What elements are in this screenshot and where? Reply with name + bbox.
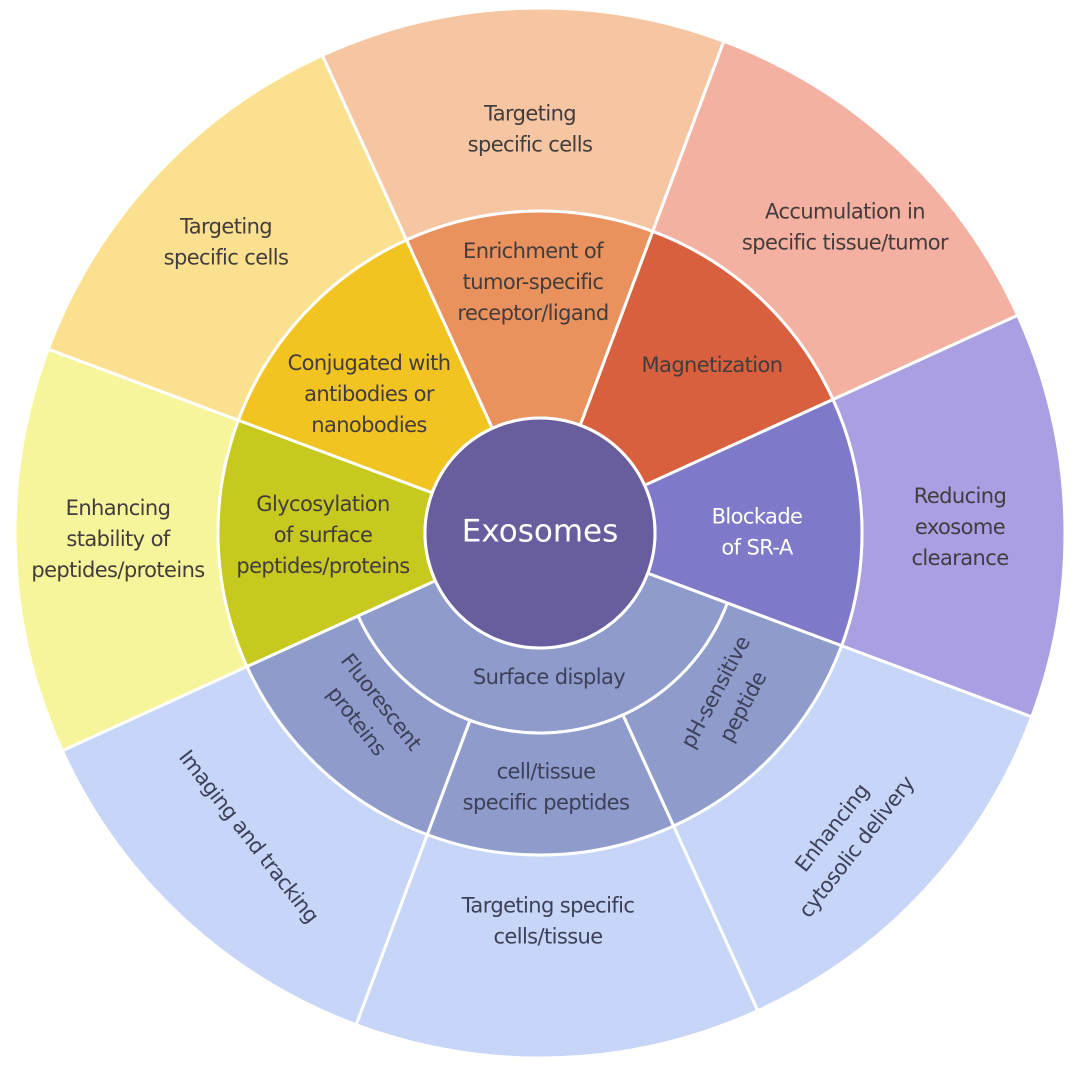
outer-ring (13, 6, 1067, 1060)
outer-label-enhancing-stability-line: stability of (66, 527, 170, 551)
middle-label-conjugated-line: Conjugated with (288, 351, 451, 375)
middle-label-glycosylation: Glycosylation of surface peptides/proteins (236, 492, 409, 578)
middle-label-magnetization: Magnetization (642, 353, 783, 377)
outer-label-reducing-clearance-line: clearance (911, 546, 1008, 570)
middle-label-glycosylation-line: peptides/proteins (236, 554, 409, 578)
outer-label-targeting-cells-top: Targeting specific cells (468, 102, 593, 157)
middle-label-blockade-line: of SR-A (721, 536, 794, 560)
center-label: Exosomes (462, 514, 618, 550)
middle-label-conjugated: Conjugated with antibodies or nanobodies (288, 351, 451, 437)
middle-label-surface-display-line: Surface display (473, 665, 625, 689)
sub-label-cell-tissue-line: cell/tissue (497, 760, 596, 784)
outer-label-reducing-clearance-line: Reducing (914, 484, 1006, 508)
outer-label-reducing-clearance-line: exosome (915, 515, 1005, 539)
outer-label-accumulation-line: Accumulation in (765, 200, 925, 224)
outer-label-targeting-cells-tissue: Targeting specific cells/tissue (461, 894, 635, 949)
middle-label-blockade: Blockade of SR-A (712, 505, 803, 560)
sub-label-cell-tissue-line: specific peptides (463, 791, 630, 815)
outer-label-accumulation: Accumulation in specific tissue/tumor (742, 200, 949, 255)
middle-label-surface-display: Surface display (473, 665, 625, 689)
middle-label-blockade-line: Blockade (712, 505, 803, 529)
outer-label-targeting-cells-left-line: Targeting (179, 215, 272, 239)
middle-label-glycosylation-line: Glycosylation (256, 492, 389, 516)
middle-ring (216, 209, 864, 857)
outer-label-targeting-cells-tissue-line: Targeting specific (461, 894, 635, 918)
middle-label-enrichment: Enrichment of tumor-specific receptor/liga… (457, 239, 608, 325)
middle-label-glycosylation-line: of surface (274, 523, 373, 547)
center-circle (423, 416, 657, 650)
outer-label-targeting-cells-left: Targeting specific cells (164, 215, 289, 270)
middle-label-conjugated-line: nanobodies (311, 413, 427, 437)
outer-label-enhancing-stability-line: peptides/proteins (31, 558, 204, 582)
sub-label-cell-tissue: cell/tissue specific peptides (463, 760, 630, 815)
outer-label-reducing-clearance: Reducing exosome clearance (911, 484, 1008, 570)
outer-label-targeting-cells-top-line: specific cells (468, 133, 593, 157)
middle-label-enrichment-line: Enrichment of (463, 239, 604, 263)
outer-label-targeting-cells-top-line: Targeting (483, 102, 576, 126)
outer-label-enhancing-stability-line: Enhancing (66, 496, 171, 520)
middle-label-magnetization-line: Magnetization (642, 353, 783, 377)
middle-label-enrichment-line: receptor/ligand (457, 301, 608, 325)
outer-label-targeting-cells-tissue-line: cells/tissue (493, 925, 602, 949)
middle-label-enrichment-line: tumor-specific (463, 270, 604, 294)
middle-label-conjugated-line: antibodies or (304, 382, 435, 406)
outer-label-accumulation-line: specific tissue/tumor (742, 231, 949, 255)
center-hub: Exosomes (423, 416, 657, 650)
outer-label-targeting-cells-left-line: specific cells (164, 246, 289, 270)
outer-label-enhancing-stability: Enhancing stability of peptides/proteins (31, 496, 204, 582)
